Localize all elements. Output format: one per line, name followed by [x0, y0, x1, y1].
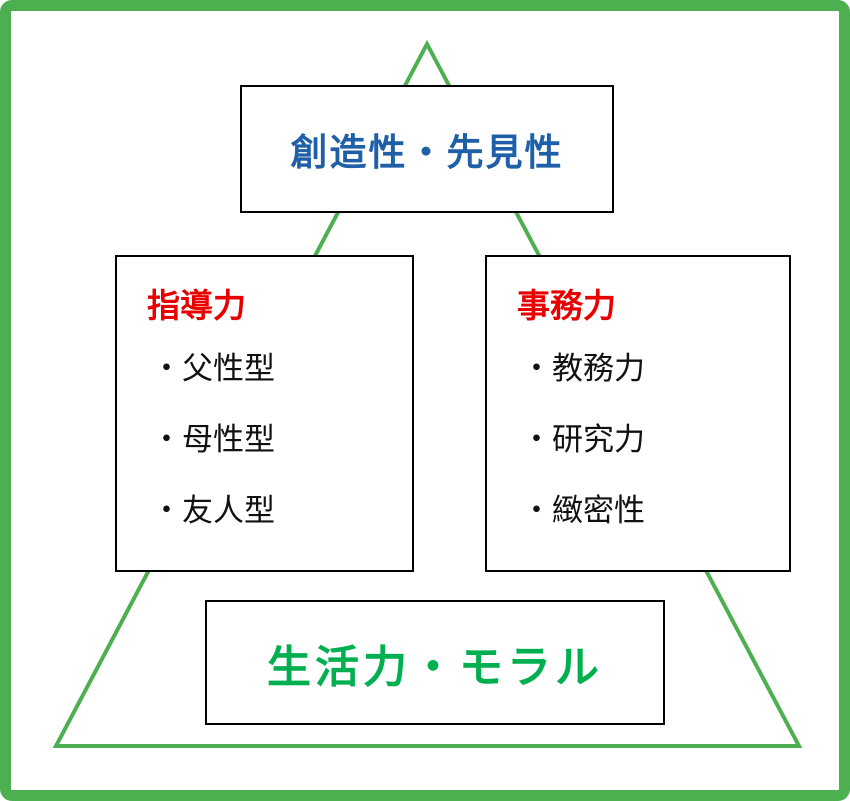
clerical-item-research: ・研究力	[521, 422, 645, 457]
leadership-title: 指導力	[147, 287, 246, 324]
leadership-item-father: ・父性型	[151, 351, 275, 386]
clerical-item-precision: ・緻密性	[521, 493, 645, 528]
creativity-box: 創造性・先見性	[240, 85, 614, 213]
creativity-label: 創造性・先見性	[290, 132, 564, 173]
clerical-title: 事務力	[517, 287, 616, 324]
morals-box: 生活力・モラル	[205, 600, 665, 725]
leadership-item-mother: ・母性型	[151, 422, 275, 457]
leadership-item-friend: ・友人型	[151, 493, 275, 528]
clerical-item-teaching: ・教務力	[521, 351, 645, 386]
morals-label: 生活力・モラル	[267, 642, 603, 692]
leadership-box: 指導力 ・父性型 ・母性型 ・友人型	[115, 255, 414, 572]
clerical-box: 事務力 ・教務力 ・研究力 ・緻密性	[485, 255, 791, 572]
